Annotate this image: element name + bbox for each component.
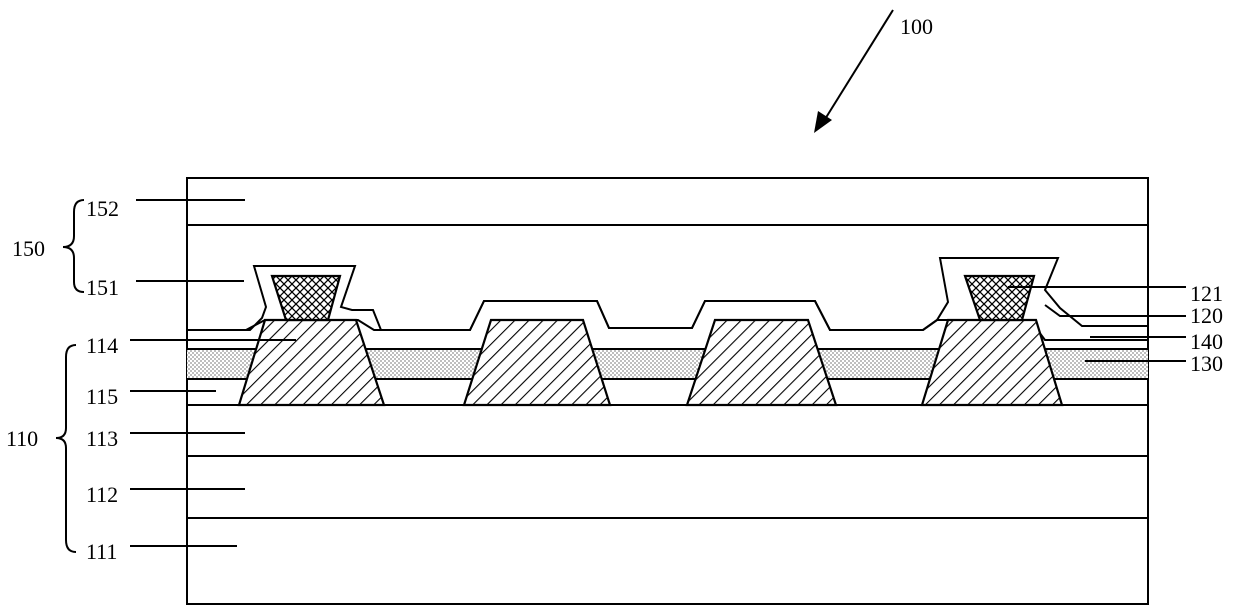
reference-number: 100	[900, 14, 933, 39]
label-112: 112	[86, 482, 118, 507]
label-115: 115	[86, 384, 118, 409]
brace-110	[56, 345, 76, 552]
trapezoid-114-2	[464, 320, 610, 405]
label-152: 152	[86, 196, 119, 221]
label-120: 120	[1190, 303, 1223, 328]
label-151: 151	[86, 275, 119, 300]
brace-150	[63, 200, 84, 292]
label-130: 130	[1190, 351, 1223, 376]
label-150: 150	[12, 236, 45, 261]
reference-arrow-head	[814, 111, 832, 133]
label-114: 114	[86, 333, 118, 358]
label-110: 110	[6, 426, 38, 451]
reference-arrow-line	[822, 10, 893, 124]
label-113: 113	[86, 426, 118, 451]
label-111: 111	[86, 539, 117, 564]
trapezoid-114-4	[922, 320, 1062, 405]
